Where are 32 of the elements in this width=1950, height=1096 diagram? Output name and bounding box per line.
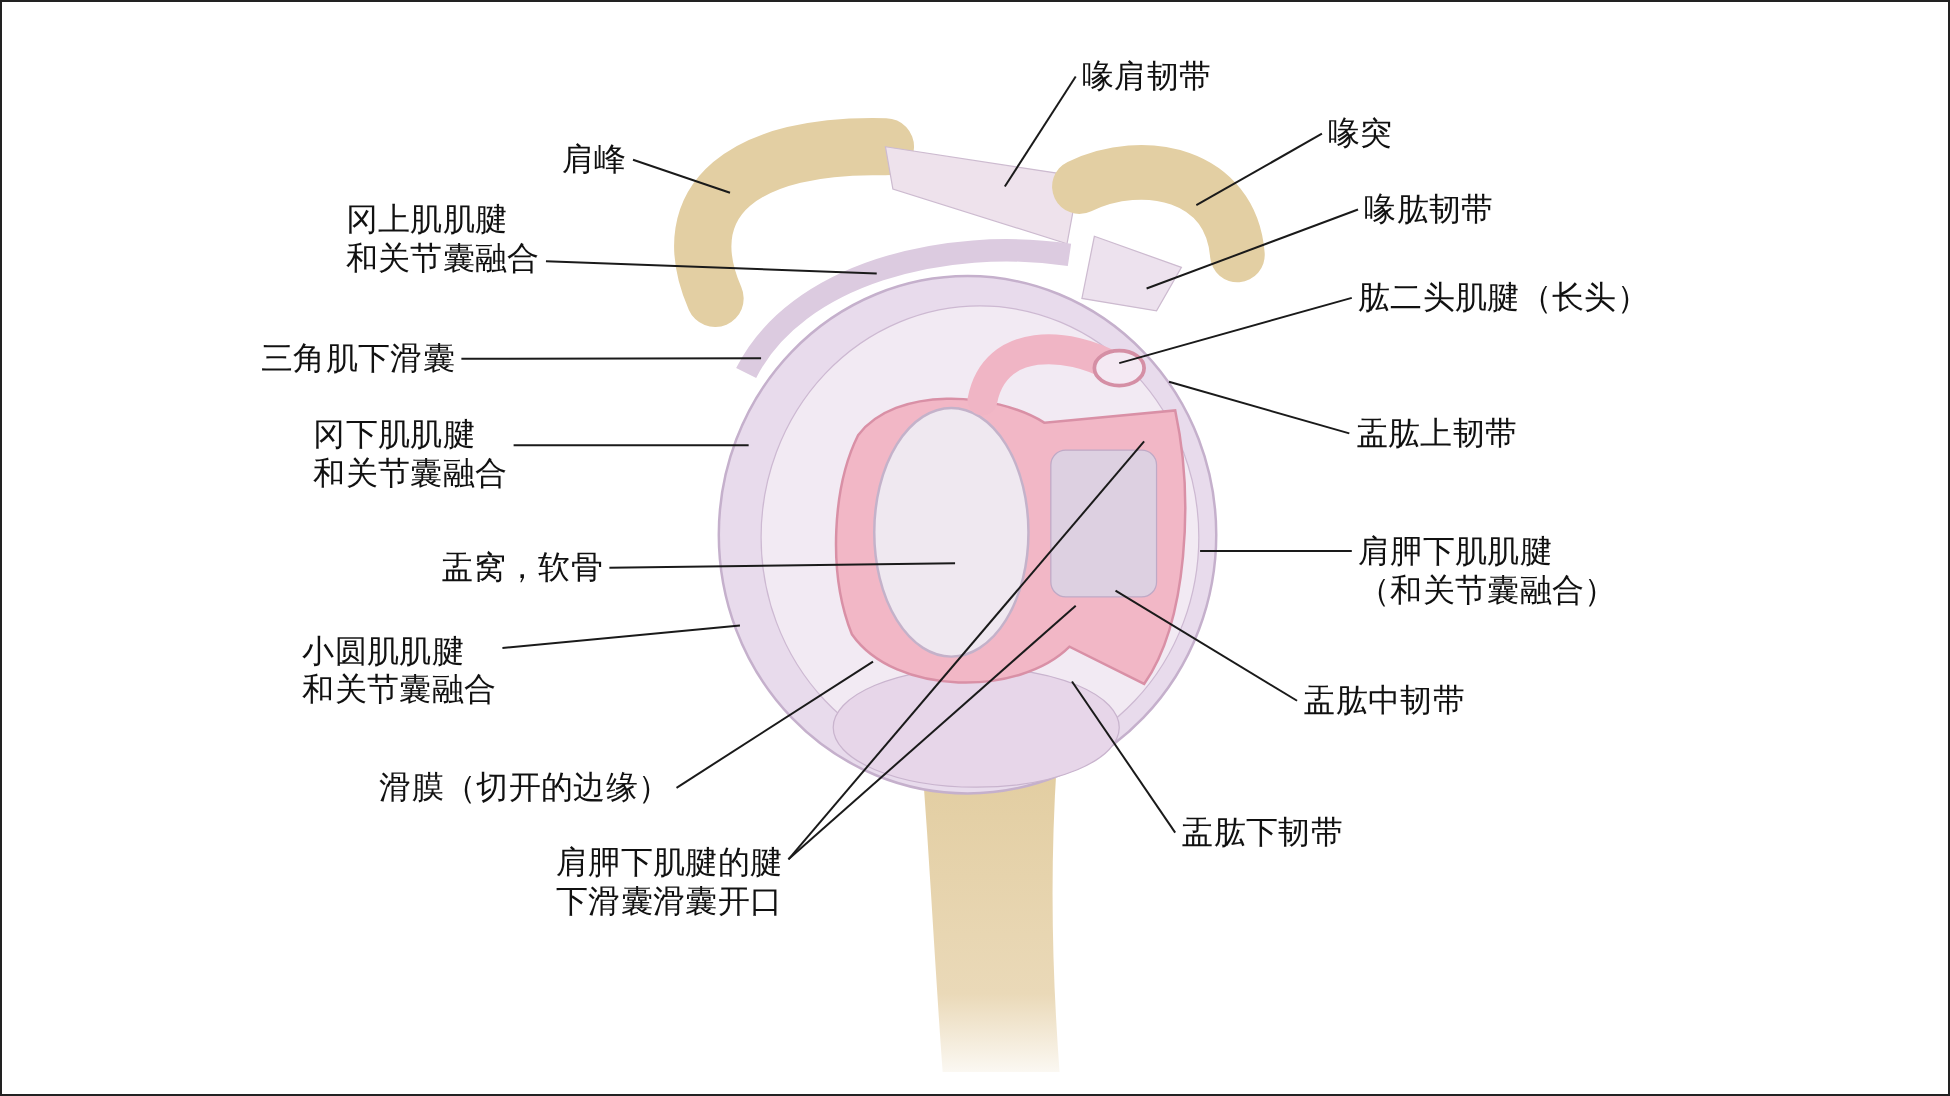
- leader-line: [1168, 380, 1351, 435]
- part-label: 盂肱上韧带: [1355, 414, 1518, 453]
- part-label: 滑膜（切开的边缘）: [379, 768, 671, 808]
- leader-line: [1195, 132, 1323, 207]
- part-label: 盂窝，软骨: [441, 548, 604, 587]
- part-label: 小圆肌肌腱和关节囊融合: [302, 631, 497, 709]
- leader-line: [1145, 208, 1359, 290]
- part-label: 盂肱中韧带: [1303, 681, 1465, 721]
- leader-line: [632, 158, 731, 194]
- part-label: 肱二头肌腱（长头）: [1358, 278, 1649, 318]
- leader-line: [675, 660, 874, 789]
- leader-line: [460, 357, 763, 360]
- leader-line: [501, 624, 741, 649]
- part-label: 肩胛下肌腱的腱下滑囊滑囊开口: [555, 843, 783, 921]
- part-label: 肩胛下肌肌腱（和关节囊融合）: [1358, 532, 1617, 610]
- part-label: 肩峰: [562, 140, 627, 180]
- leader-line: [1003, 75, 1077, 188]
- part-label: 喙突: [1328, 114, 1393, 153]
- part-label: 喙肱韧带: [1364, 190, 1494, 229]
- leader-line: [608, 562, 957, 569]
- part-label: 冈上肌肌腱和关节囊融合: [345, 200, 540, 278]
- leader-line: [1199, 549, 1353, 552]
- part-label: 冈下肌肌腱和关节囊融合: [313, 415, 508, 493]
- part-label: 喙肩韧带: [1081, 57, 1212, 96]
- leader-line: [787, 604, 1077, 861]
- part-label: 盂肱下韧带: [1181, 813, 1344, 852]
- leader-line: [1071, 680, 1177, 834]
- leader-line: [512, 444, 750, 447]
- leader-line: [1114, 589, 1299, 702]
- leader-line: [1118, 296, 1353, 365]
- leader-line: [544, 260, 878, 275]
- part-label: 三角肌下滑囊: [261, 339, 456, 379]
